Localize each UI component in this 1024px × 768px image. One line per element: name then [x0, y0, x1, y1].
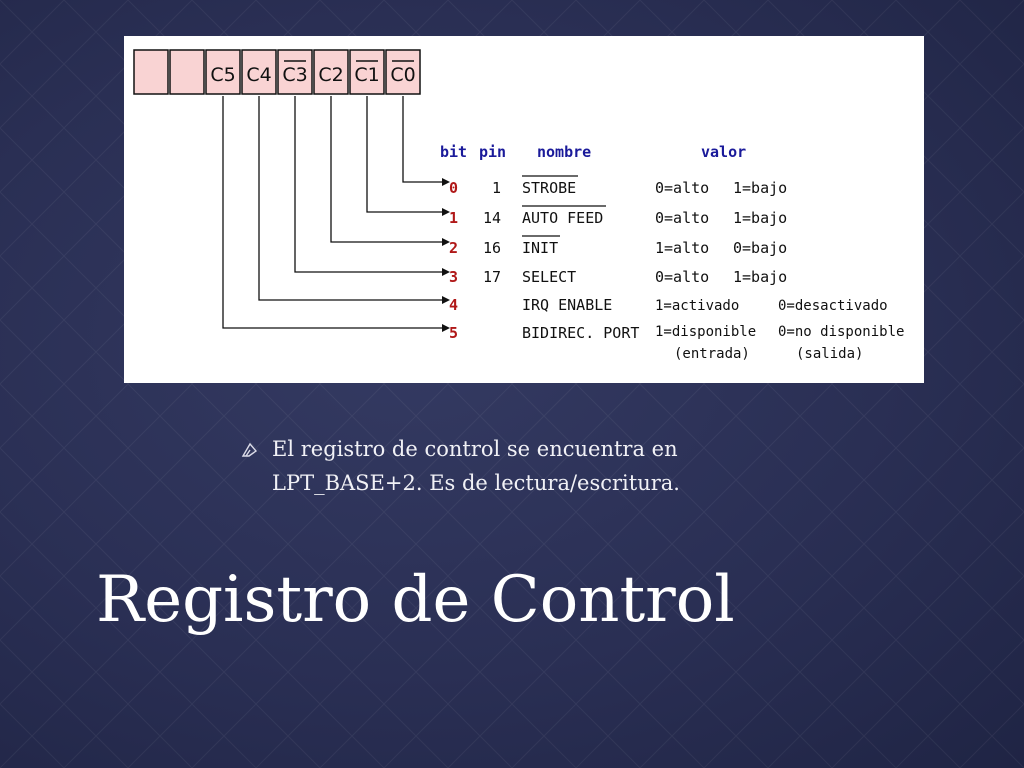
arrowhead — [442, 324, 450, 332]
connector-c1 — [366, 96, 442, 213]
register-cell — [349, 49, 385, 95]
arrowhead — [442, 178, 450, 186]
signal-name: SELECT — [522, 268, 576, 286]
valor-b: 0=no disponible — [778, 324, 904, 340]
signal-name: AUTO FEED — [522, 209, 603, 227]
valor-a: 1=alto — [655, 239, 709, 257]
connector-c2 — [330, 96, 442, 243]
header-valor: valor — [701, 143, 746, 161]
signal-name: IRQ ENABLE — [522, 296, 612, 314]
signal-name: BIDIREC. PORT — [522, 324, 639, 342]
valor-b: 1=bajo — [733, 209, 787, 227]
register-cell — [385, 49, 421, 95]
note-entrada: (entrada) — [674, 346, 750, 362]
note-salida: (salida) — [796, 346, 863, 362]
valor-b: 1=bajo — [733, 268, 787, 286]
register-cell — [277, 49, 313, 95]
register-cell — [133, 49, 169, 95]
signal-overlines — [522, 175, 606, 237]
slide-title: Registro de Control — [96, 563, 735, 637]
bit-value: 4 — [449, 296, 458, 314]
pin-value: 14 — [483, 209, 501, 227]
valor-a: 1=activado — [655, 298, 739, 314]
header-nombre: nombre — [537, 143, 591, 161]
valor-a: 0=alto — [655, 268, 709, 286]
cell-label-c1: C1 — [354, 64, 379, 86]
valor-a: 0=alto — [655, 179, 709, 197]
diagram-canvas: C5 C4 C3 C2 C1 C0 — [133, 49, 904, 362]
cell-label-c0: C0 — [390, 64, 415, 86]
valor-b: 1=bajo — [733, 179, 787, 197]
bit-value: 5 — [449, 324, 458, 342]
bullet-icon — [241, 442, 258, 457]
pin-value: 1 — [492, 179, 501, 197]
cell-label-c4: C4 — [246, 64, 271, 86]
signal-name: STROBE — [522, 179, 576, 197]
cell-label-c2: C2 — [318, 64, 343, 86]
bit-value: 1 — [449, 209, 458, 227]
bit-value: 0 — [449, 179, 458, 197]
control-register-diagram: C5 C4 C3 C2 C1 C0 — [124, 36, 924, 383]
register-cell-labels: C5 C4 C3 C2 C1 C0 — [210, 60, 416, 86]
pin-column: 1 14 16 17 — [483, 179, 501, 286]
valor-a: 0=alto — [655, 209, 709, 227]
pin-value: 16 — [483, 239, 501, 257]
connector-c3 — [294, 96, 442, 273]
bit-column: 0 1 2 3 4 5 — [449, 179, 458, 342]
bullet-text: El registro de control se encuentra en L… — [272, 437, 680, 495]
pin-value: 17 — [483, 268, 501, 286]
arrowhead — [442, 238, 450, 246]
valor-b: 0=bajo — [733, 239, 787, 257]
valor-column-extended: 1=activado 0=desactivado 1=disponible 0=… — [655, 298, 904, 362]
cell-label-c3: C3 — [282, 64, 307, 86]
register-cell — [313, 49, 349, 95]
valor-b: 0=desactivado — [778, 298, 888, 314]
arrowhead — [442, 268, 450, 276]
connector-c4 — [258, 96, 442, 301]
register-cell — [205, 49, 241, 95]
connector-c5 — [222, 96, 442, 329]
connector-arrowheads — [442, 178, 450, 332]
connector-lines — [222, 96, 442, 329]
bit-value: 3 — [449, 268, 458, 286]
register-cell — [169, 49, 205, 95]
signal-name: INIT — [522, 239, 558, 257]
valor-column: 0=alto 1=bajo 0=alto 1=bajo 1=alto 0=baj… — [655, 179, 787, 286]
register-cells — [133, 49, 421, 95]
cell-label-c5: C5 — [210, 64, 235, 86]
table-headers: bit pin nombre valor — [440, 143, 746, 161]
bit-value: 2 — [449, 239, 458, 257]
arrowhead — [442, 208, 450, 216]
header-bit: bit — [440, 143, 467, 161]
header-pin: pin — [479, 143, 506, 161]
register-cell — [241, 49, 277, 95]
arrowhead — [442, 296, 450, 304]
valor-a: 1=disponible — [655, 324, 756, 340]
nombre-column: STROBE AUTO FEED INIT SELECT IRQ ENABLE … — [522, 179, 639, 342]
connector-c0 — [402, 96, 442, 183]
